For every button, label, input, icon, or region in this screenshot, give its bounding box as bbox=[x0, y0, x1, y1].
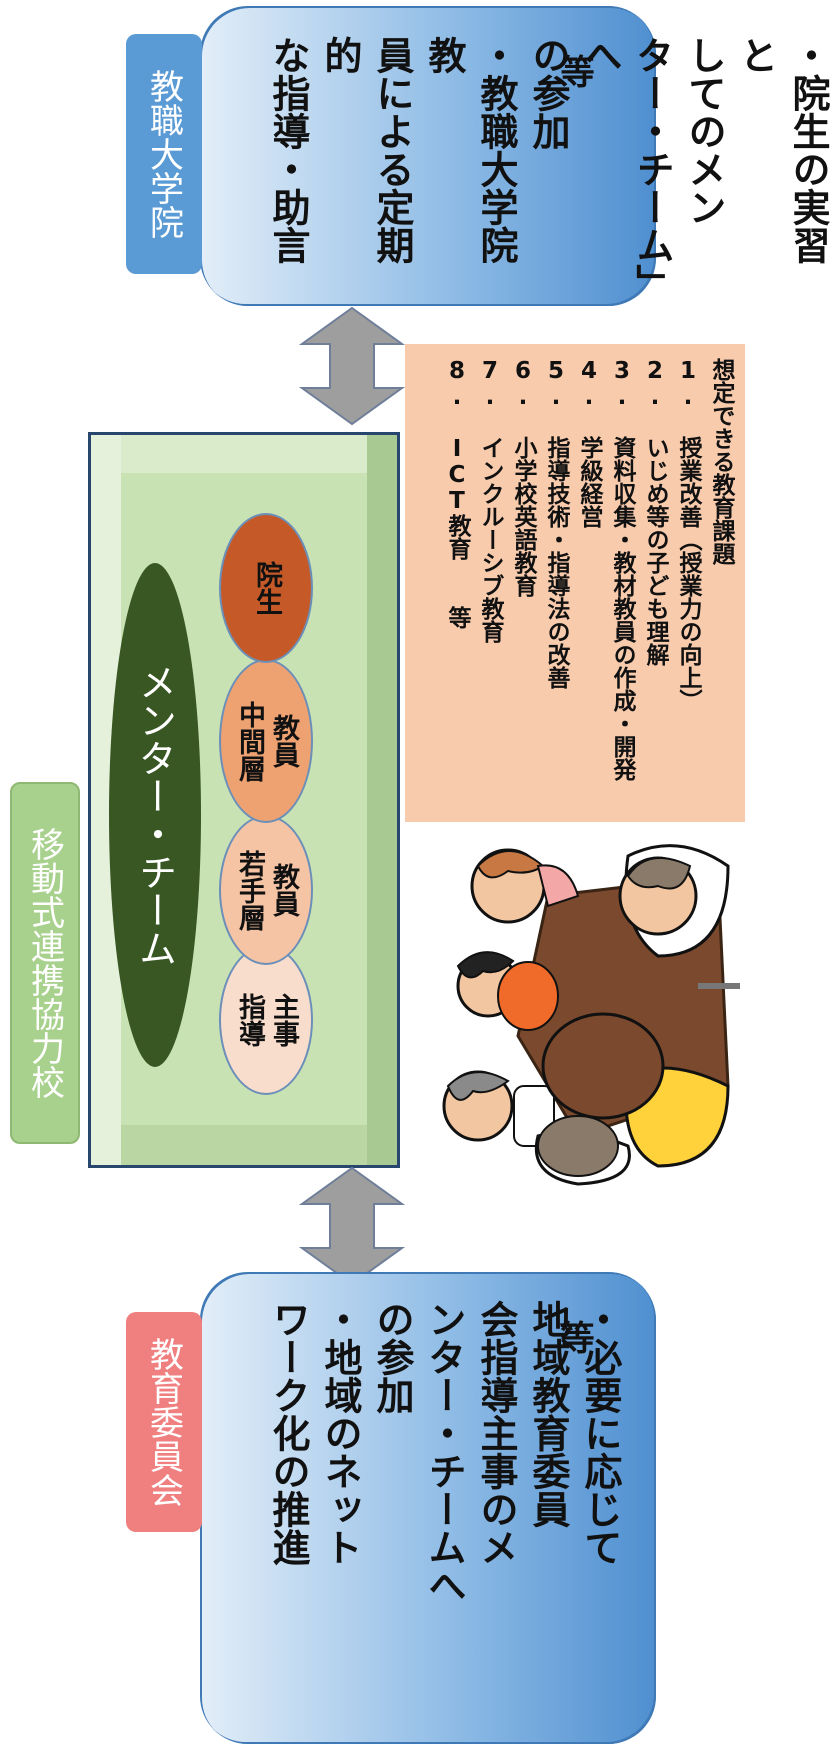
member-mid-teacher: 中間層教員 bbox=[219, 659, 313, 823]
board-of-education-text: ・必要に応じて 地域教育委員 会指導主事のメ ンター・チームへ の参加 ・地域の… bbox=[266, 1300, 622, 1604]
graduate-school-panel bbox=[200, 6, 656, 306]
member-graduate-student: 院生 bbox=[219, 513, 313, 663]
double-arrow-top bbox=[298, 306, 406, 426]
graduate-school-label: 教職大学院 bbox=[126, 34, 202, 274]
board-of-education-label: 教育委員会 bbox=[126, 1312, 202, 1532]
board-of-education-etc: 等 bbox=[554, 1320, 594, 1354]
education-issues-list: 想定できる教育課題 1. 授業改善（授業力の向上） 2. いじめ等の子ども理解 … bbox=[444, 358, 734, 781]
mentor-team-title: メンター・チーム bbox=[109, 563, 201, 1067]
school-label: 移動式連携協力校 bbox=[10, 782, 80, 1144]
graduate-school-etc: 等 bbox=[554, 54, 594, 88]
member-young-teacher: 若手層教員 bbox=[219, 815, 313, 965]
graduate-school-text: ・院生の実習と してのメン ター・チーム」へ の参加 ・教職大学院教 員による定… bbox=[266, 36, 830, 283]
member-chief-consultant: 指導主事 bbox=[219, 945, 313, 1095]
education-issues-box: 想定できる教育課題 1. 授業改善（授業力の向上） 2. いじめ等の子ども理解 … bbox=[405, 344, 745, 822]
board-of-education-panel bbox=[200, 1272, 656, 1744]
double-arrow-bottom bbox=[298, 1166, 406, 1286]
mentor-team-frame: メンター・チーム 指導主事 若手層教員 中間層教員 院生 bbox=[88, 432, 400, 1168]
teachers-meeting-illustration bbox=[442, 844, 740, 1186]
